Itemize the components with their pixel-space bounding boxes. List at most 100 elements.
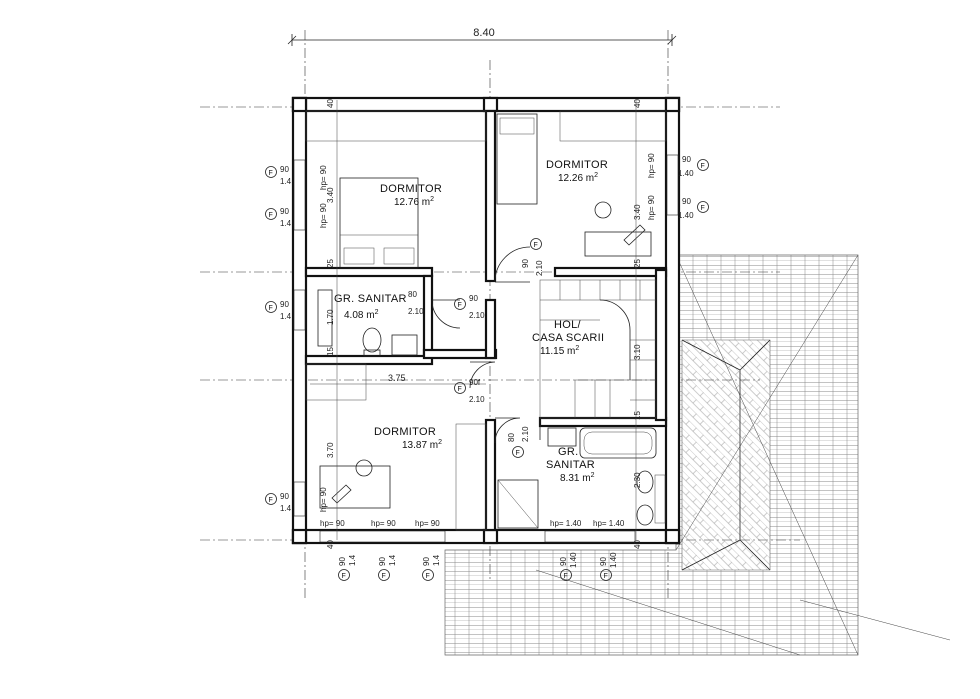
win-b1-90: 90: [338, 557, 347, 566]
room-area-dormitor-ne: 12.26 m2: [558, 172, 598, 184]
dim-15-left: 15: [326, 347, 335, 356]
win-b-hp-2: hp= 90: [371, 519, 396, 528]
dim-2-10-sw: 2.10: [469, 395, 485, 404]
room-name-hol-line2: CASA SCARII: [532, 332, 604, 344]
win-b3-1-4: 1.4: [432, 554, 441, 566]
dim-2-10-ne-door: 2.10: [535, 260, 544, 276]
window-tag-f-b2: F: [382, 573, 386, 580]
room-area-gr-sanitar-w: 4.08 m2: [344, 309, 379, 321]
dim-3-10: 3.10: [633, 344, 642, 360]
win-b-hp-4: hp= 1.40: [550, 519, 582, 528]
dim-90-hol: 90: [469, 294, 478, 303]
win-b2-1-4: 1.4: [388, 554, 397, 566]
room-name-gr-sanitar-e-line2: SANITAR: [546, 459, 595, 471]
window-tag-f-e1: F: [701, 163, 705, 170]
window-tag-f-b4: F: [564, 573, 568, 580]
dim-2-10-wc: 2.10: [408, 307, 424, 316]
win-b-hp-3: hp= 90: [415, 519, 440, 528]
window-tag-f-4: F: [269, 497, 273, 504]
room-area-gr-sanitar-e: 8.31 m2: [560, 472, 595, 484]
door-tag-f-4: F: [516, 450, 520, 457]
dim-2-10-bath-door: 2.10: [521, 426, 530, 442]
door-tag-f-3: F: [458, 386, 462, 393]
roof-area: [444, 254, 951, 656]
win-b3-90: 90: [422, 557, 431, 566]
room-area-dormitor-sw: 13.87 m2: [402, 439, 442, 451]
dim-3-40-right: 3.40: [633, 204, 642, 220]
room-name-hol-line1: HOL/: [554, 319, 582, 331]
win-w4-1-4: 1.4: [280, 504, 292, 513]
win-b2-90: 90: [378, 557, 387, 566]
window-tag-f-2: F: [269, 212, 273, 219]
room-name-dormitor-nw: DORMITOR: [380, 183, 442, 195]
dim-90-ne-door: 90: [521, 259, 530, 268]
room-name-dormitor-sw: DORMITOR: [374, 426, 436, 438]
room-name-dormitor-ne: DORMITOR: [546, 159, 608, 171]
win-w2-1-4: 1.4: [280, 219, 292, 228]
win-e2-90: 90: [682, 197, 691, 206]
win-e-hp-2: hp= 90: [647, 195, 656, 220]
dim-40-top-left: 40: [326, 99, 335, 108]
dim-40-top-right: 40: [633, 99, 642, 108]
win-hp-3: hp= 90: [319, 487, 328, 512]
window-dims-bottom: hp= 90 hp= 90 hp= 90 hp= 1.40 hp= 1.40 9…: [320, 519, 625, 581]
room-name-gr-sanitar-e-line1: GR.: [558, 446, 578, 458]
door-tags: F F F F: [454, 238, 542, 458]
dim-40-bottom-right: 40: [633, 540, 642, 549]
dim-2-10-hol: 2.10: [469, 311, 485, 320]
win-b-hp-5: hp= 1.40: [593, 519, 625, 528]
window-tag-f-e2: F: [701, 205, 705, 212]
window-dims-left: 90 1.4 90 1.4 90 1.4 90 1.4 hp= 90 hp= 9…: [265, 165, 328, 513]
dim-15-right: 15: [633, 411, 642, 420]
win-e1-1-40: 1.40: [678, 169, 694, 178]
win-b1-1-4: 1.4: [348, 554, 357, 566]
dim-40-bottom-left: 40: [326, 540, 335, 549]
dim-80-wc: 80: [408, 290, 417, 299]
window-tag-f-b1: F: [342, 573, 346, 580]
win-hp-2: hp= 90: [319, 203, 328, 228]
room-area-dormitor-nw: 12.76 m2: [394, 196, 434, 208]
interior-walls: [304, 109, 668, 532]
room-name-gr-sanitar-w: GR. SANITAR: [334, 293, 407, 305]
overall-dimension: 8.40: [287, 27, 677, 46]
doors: [431, 246, 541, 444]
win-b5-1-40: 1.40: [609, 552, 618, 568]
win-b4-90: 90: [559, 557, 568, 566]
win-e-hp-1: hp= 90: [647, 153, 656, 178]
win-w4-90: 90: [280, 492, 289, 501]
win-e2-1-40: 1.40: [678, 211, 694, 220]
dim-3-75: 3.75: [388, 373, 406, 383]
furniture: [305, 110, 667, 531]
win-b4-1-40: 1.40: [569, 552, 578, 568]
dim-25-left: 25: [326, 259, 335, 268]
door-tag-f-1: F: [458, 302, 462, 309]
dim-25-right: 25: [633, 259, 642, 268]
door-tag-f-2: F: [534, 242, 538, 249]
win-w1-1-4: 1.4: [280, 177, 292, 186]
room-labels: DORMITOR 12.76 m2 DORMITOR 12.26 m2 GR. …: [334, 159, 608, 484]
window-tag-f-b3: F: [426, 573, 430, 580]
win-b5-90: 90: [599, 557, 608, 566]
staircase: [539, 279, 657, 419]
dimension-labels: 40 40 40 40 3.40 3.40 25 25 1.70 15 15 3…: [310, 99, 642, 549]
dim-3-70: 3.70: [326, 442, 335, 458]
win-w2-90: 90: [280, 207, 289, 216]
win-e1-90: 90: [682, 155, 691, 164]
win-w3-1-4: 1.4: [280, 312, 292, 321]
dim-2-30: 2.30: [633, 472, 642, 488]
dim-90f: 90f: [469, 378, 481, 387]
dim-3-40-left: 3.40: [326, 187, 335, 203]
win-b-hp-1: hp= 90: [320, 519, 345, 528]
window-dims-right: 90 1.40 90 1.40 hp= 90 hp= 90 F F: [647, 153, 709, 220]
window-tag-f-3: F: [269, 305, 273, 312]
window-tag-f-b5: F: [604, 573, 608, 580]
dim-1-70: 1.70: [326, 309, 335, 325]
win-hp-1: hp= 90: [319, 165, 328, 190]
win-w3-90: 90: [280, 300, 289, 309]
room-area-hol: 11.15 m2: [540, 345, 579, 357]
overall-width-label: 8.40: [473, 27, 494, 39]
dim-80-bath-door: 80: [507, 433, 516, 442]
window-tag-f-1: F: [269, 170, 273, 177]
